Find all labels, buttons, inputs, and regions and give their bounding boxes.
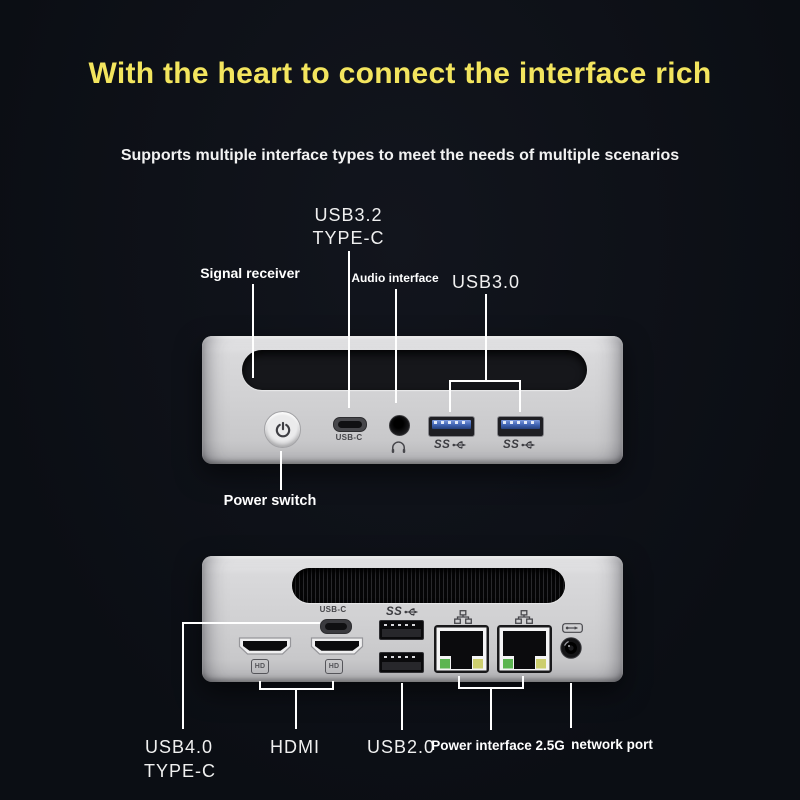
callout-line-usb30 [485, 294, 487, 382]
mini-pc-front-view: USB-C SS SS [202, 336, 623, 464]
ss-text: SS [386, 606, 403, 618]
headphone-icon [391, 441, 406, 454]
label-usb40-typec: TYPE-C [143, 761, 216, 781]
label-usb32: USB3.2 [314, 205, 383, 225]
mini-pc-back-view: USB-C HD HD SS [202, 556, 623, 682]
usb-ss-mark-1: SS [434, 439, 467, 451]
usb2-port-top [379, 620, 424, 640]
page-title: With the heart to connect the interface … [88, 57, 712, 90]
callout-vline-hdmi [295, 688, 297, 729]
hd-badge-2: HD [325, 659, 343, 674]
callout-bracket-usb30 [449, 380, 521, 382]
callout-line-power-switch [280, 451, 282, 490]
label-power-switch: Power switch [223, 493, 317, 509]
page-subtitle: Supports multiple interface types to mee… [120, 147, 680, 164]
hdmi-port-2 [310, 637, 364, 655]
callout-stub-ethernet-left [458, 676, 460, 689]
usb-ss-mark-back: SS [386, 606, 419, 618]
usb3-port-1 [428, 416, 475, 437]
usb-c-print-front: USB-C [335, 433, 363, 442]
usb-ss-trident-icon [404, 608, 419, 616]
front-vent-slot [242, 350, 587, 390]
label-usb20: USB2.0 [366, 737, 436, 757]
ss-text: SS [503, 439, 520, 451]
label-hdmi: HDMI [270, 737, 320, 757]
usb-ss-mark-2: SS [503, 439, 536, 451]
label-usb40: USB4.0 [144, 737, 214, 757]
dc-power-jack [560, 637, 582, 659]
callout-line-usb32 [348, 251, 350, 408]
back-vent-grille [292, 568, 565, 603]
label-audio-interface: Audio interface [351, 271, 439, 285]
hd-badge-1: HD [251, 659, 269, 674]
usb3-port-2 [497, 416, 544, 437]
callout-stub-usb30-left [449, 380, 451, 412]
lan-icon [454, 610, 472, 624]
ethernet-port-1 [434, 625, 489, 673]
label-usb32-typec: TYPE-C [312, 228, 385, 248]
callout-stub-ethernet-right [522, 676, 524, 689]
usb-ss-trident-icon [521, 441, 536, 449]
ethernet-port-2 [497, 625, 552, 673]
usb-c-port-back [320, 619, 352, 634]
ss-text: SS [434, 439, 451, 451]
label-signal-receiver: Signal receiver [200, 265, 300, 281]
callout-stub-usb30-right [519, 380, 521, 412]
callout-line-audio [395, 289, 397, 403]
usb-c-port-front [333, 417, 367, 432]
hdmi-port-1 [238, 637, 292, 655]
callout-hline-usb40 [182, 622, 320, 624]
callout-stub-hdmi-right [332, 681, 334, 690]
usb2-port-stack [379, 620, 424, 673]
callout-vline-power-interface [490, 687, 492, 730]
label-power-interface: Power interface 2.5G [431, 738, 565, 753]
callout-vline-network-port [570, 683, 572, 728]
callout-line-signal-receiver [252, 284, 254, 378]
usb-ss-trident-icon [452, 441, 467, 449]
power-icon [275, 421, 290, 437]
label-network-port: network port [571, 737, 653, 752]
dc-plug-icon [562, 623, 583, 633]
callout-vline-usb20 [401, 683, 403, 730]
usb2-port-bottom [379, 652, 424, 673]
usb-c-print-back: USB-C [319, 605, 347, 614]
callout-vline-usb40 [182, 622, 184, 729]
label-usb30: USB3.0 [451, 272, 521, 292]
lan-icon [515, 610, 533, 624]
power-button [264, 411, 301, 448]
callout-stub-hdmi-left [259, 681, 261, 690]
audio-jack [389, 415, 410, 436]
